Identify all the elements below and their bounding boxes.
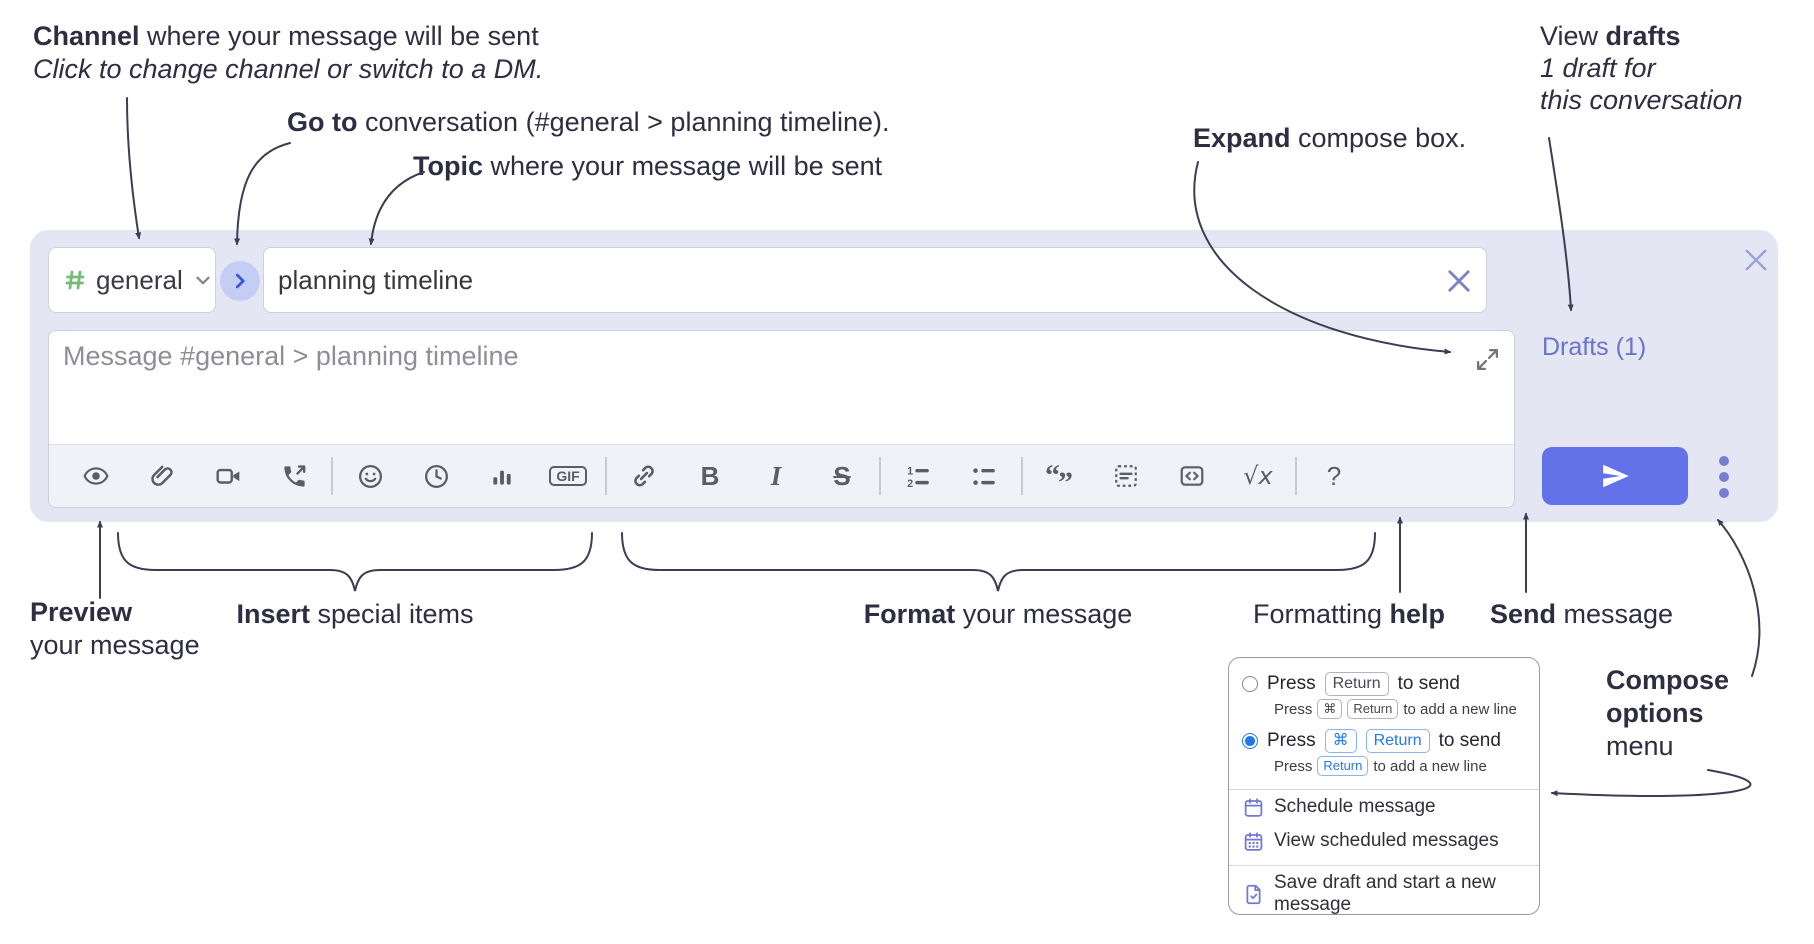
annotation-view-drafts: View drafts 1 draft for this conversatio… (1540, 21, 1743, 115)
menu-item-schedule-message[interactable]: Schedule message (1229, 790, 1539, 824)
annotation-expand: Expand compose box. (1193, 123, 1467, 153)
calendar-icon (1243, 797, 1264, 818)
compose-box: general (30, 230, 1778, 522)
annotation-compose-options: Compose options menu (1606, 665, 1730, 761)
annotation-formatting-help: Formatting help (1253, 599, 1446, 629)
message-formatting-help-icon[interactable]: ? (1326, 460, 1342, 491)
bold-icon[interactable]: B (700, 460, 720, 491)
radio-selected-icon[interactable] (1242, 733, 1258, 749)
chevron-right-icon (229, 270, 251, 292)
svg-text:2: 2 (907, 478, 913, 489)
emoji-smiley-icon[interactable] (337, 453, 403, 499)
toolbar-divider (879, 457, 881, 495)
topic-field-wrapper (263, 247, 1487, 313)
annotation-insert: Insert special items (236, 599, 474, 629)
bulleted-list-icon[interactable] (951, 453, 1017, 499)
kbd-cmd: ⌘ (1324, 729, 1357, 753)
go-to-conversation-button[interactable] (220, 261, 260, 301)
channel-hash-icon (63, 268, 87, 292)
send-option-cmd-enter-subtext: Press Return to add a new line (1274, 756, 1487, 776)
send-option-enter-subtext: Press ⌘ Return to add a new line (1274, 699, 1517, 719)
link-icon[interactable] (611, 453, 677, 499)
radio-unselected-icon[interactable] (1242, 676, 1258, 692)
drafts-link[interactable]: Drafts (1) (1542, 333, 1647, 361)
kbd-cmd: ⌘ (1317, 699, 1343, 719)
kbd-return: Return (1365, 729, 1430, 753)
math-icon[interactable]: √x (1243, 462, 1273, 490)
compose-options-ellipsis-icon[interactable] (1712, 454, 1736, 500)
code-icon[interactable] (1159, 453, 1225, 499)
compose-options-menu: Press Return to send Press ⌘ Return to a… (1228, 657, 1540, 915)
arrow-goto (234, 142, 291, 246)
channel-selector[interactable]: general (48, 247, 216, 313)
annotation-channel: Channel where your message will be sent … (33, 20, 543, 86)
toolbar-divider (1021, 457, 1023, 495)
strikethrough-icon[interactable]: S (833, 460, 851, 491)
arrow-channel (126, 97, 142, 240)
annotation-format: Format your message (863, 599, 1133, 629)
spoiler-icon[interactable] (1093, 453, 1159, 499)
poll-bar-chart-icon[interactable] (469, 453, 535, 499)
annotation-send: Send message (1490, 599, 1674, 629)
kbd-return: Return (1324, 672, 1389, 696)
annotation-channel-rest: where your message will be sent (139, 21, 539, 51)
menu-divider (1229, 865, 1539, 866)
toolbar-divider (1295, 457, 1297, 495)
message-input[interactable] (49, 331, 1514, 439)
svg-text:1: 1 (907, 465, 913, 477)
expand-compose-icon[interactable] (1475, 347, 1500, 372)
message-area: GIF B I S 12 “” (48, 330, 1515, 508)
quote-icon[interactable]: “” (1045, 459, 1073, 499)
annotation-topic: Topic where your message will be sent (413, 151, 883, 181)
annotation-channel-bold: Channel (33, 21, 140, 51)
send-option-cmd-enter[interactable]: Press ⌘ Return to send (1229, 725, 1539, 753)
gif-icon[interactable]: GIF (535, 453, 601, 499)
send-option-enter[interactable]: Press Return to send (1229, 668, 1539, 696)
video-call-icon[interactable] (195, 453, 261, 499)
calendar-grid-icon (1243, 831, 1264, 852)
audio-call-icon[interactable] (261, 453, 327, 499)
kbd-return: Return (1347, 699, 1399, 719)
send-button[interactable] (1542, 447, 1688, 505)
toolbar-divider (331, 457, 333, 495)
brace-insert (117, 532, 593, 592)
draft-document-check-icon (1243, 884, 1264, 905)
channel-name: general (96, 264, 183, 295)
menu-item-view-scheduled[interactable]: View scheduled messages (1229, 824, 1539, 858)
close-compose-icon[interactable] (1740, 244, 1772, 276)
attach-paperclip-icon[interactable] (129, 453, 195, 499)
topic-input[interactable] (264, 248, 1486, 312)
annotation-channel-line2: Click to change channel or switch to a D… (33, 54, 544, 84)
menu-item-save-draft[interactable]: Save draft and start a new message (1229, 866, 1539, 922)
time-clock-icon[interactable] (403, 453, 469, 499)
paper-plane-icon (1600, 461, 1630, 491)
annotation-goto: Go to conversation (#general > planning … (287, 107, 890, 137)
arrow-compose-options-to-menu (1550, 769, 1752, 797)
toolbar-divider (605, 457, 607, 495)
annotation-preview: Preview your message (30, 597, 200, 660)
brace-format (621, 532, 1376, 592)
preview-eye-icon[interactable] (63, 453, 129, 499)
kbd-return: Return (1317, 756, 1369, 776)
menu-divider (1229, 789, 1539, 790)
chevron-down-icon (192, 269, 214, 291)
italic-icon[interactable]: I (770, 460, 782, 491)
clear-topic-icon[interactable] (1442, 264, 1476, 298)
arrow-compose-options-to-dots (1717, 518, 1761, 677)
